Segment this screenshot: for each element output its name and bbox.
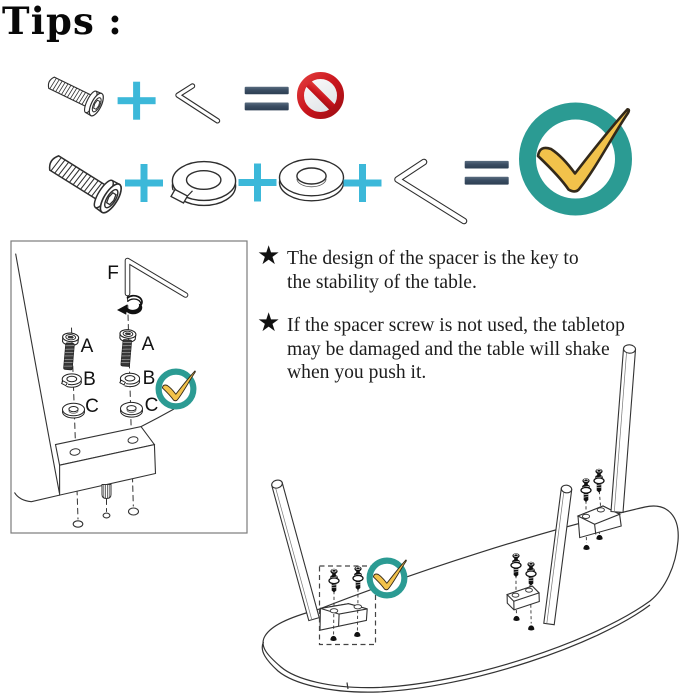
note-item: ★ The design of the spacer is the key to… bbox=[257, 241, 641, 294]
table-leg-middle bbox=[543, 484, 573, 626]
assembly-detail-box bbox=[10, 240, 248, 534]
screws-middle bbox=[510, 552, 537, 631]
highlight-dashed-box bbox=[318, 565, 377, 646]
note-text: The design of the spacer is the key to t… bbox=[287, 247, 641, 294]
note-line: The design of the spacer is the key to bbox=[287, 248, 579, 269]
flat-washer-c-right bbox=[120, 401, 143, 418]
bolt-icon bbox=[43, 69, 107, 119]
label-washer-c-right: C bbox=[144, 395, 159, 416]
prohibited-icon bbox=[297, 72, 344, 119]
label-washer-b-left: B bbox=[83, 369, 96, 390]
equation-correct bbox=[41, 109, 629, 225]
note-item: ★ If the spacer screw is not used, the t… bbox=[257, 308, 641, 385]
hanger-stud bbox=[101, 484, 112, 500]
detail-box-border bbox=[10, 240, 248, 534]
star-icon: ★ bbox=[257, 308, 281, 339]
check-circle-icon bbox=[159, 371, 196, 406]
flat-washer-icon bbox=[278, 158, 345, 202]
tabletop-corner bbox=[14, 253, 175, 503]
spring-washer-b-right bbox=[119, 372, 141, 388]
plus-icon bbox=[343, 164, 382, 202]
mount-block-middle bbox=[506, 585, 541, 611]
hex-key-f-icon bbox=[124, 257, 189, 298]
tabletop-oval bbox=[261, 505, 679, 693]
screws-right bbox=[580, 468, 605, 550]
note-line: If the spacer screw is not used, the tab… bbox=[287, 315, 625, 337]
check-circle-icon bbox=[370, 560, 407, 595]
plus-icon bbox=[238, 163, 277, 202]
table-leg-right bbox=[610, 344, 637, 513]
mount-block-left bbox=[319, 603, 368, 631]
spring-washer-icon bbox=[160, 160, 237, 207]
notes: ★ The design of the spacer is the key to… bbox=[257, 241, 641, 405]
spring-washer-b-left bbox=[61, 373, 82, 388]
star-icon: ★ bbox=[257, 241, 281, 271]
rotation-arrow-icon bbox=[117, 294, 143, 315]
hex-key-icon bbox=[175, 83, 221, 124]
note-text: If the spacer screw is not used, the tab… bbox=[287, 314, 641, 385]
title-word: Tips bbox=[2, 0, 96, 43]
page-title: Tips: bbox=[2, 3, 122, 40]
bolt-a-right bbox=[116, 328, 137, 368]
flat-washer-c-left bbox=[62, 402, 85, 419]
spacer-block bbox=[54, 425, 157, 496]
label-bolt-a-left: A bbox=[80, 336, 94, 357]
equation-wrong bbox=[43, 69, 344, 124]
table-overview bbox=[261, 344, 679, 693]
title-colon: : bbox=[108, 0, 122, 43]
note-line: may be damaged and the table will shake bbox=[287, 338, 610, 360]
bolt-a-left bbox=[59, 331, 80, 371]
equals-icon bbox=[244, 86, 289, 111]
label-washer-b-right: B bbox=[142, 368, 156, 389]
label-tool-f: F bbox=[107, 263, 119, 284]
hex-key-icon bbox=[394, 158, 468, 225]
note-line: when you push it. bbox=[287, 362, 427, 384]
bolt-icon bbox=[41, 146, 126, 217]
plus-icon bbox=[125, 164, 163, 202]
pilot-holes bbox=[72, 507, 140, 528]
screws-left bbox=[328, 565, 364, 641]
label-bolt-a-right: A bbox=[141, 334, 155, 355]
note-line: the stability of the table. bbox=[287, 271, 477, 293]
equals-icon bbox=[464, 160, 509, 185]
mount-block-right bbox=[576, 505, 622, 539]
check-circle-icon bbox=[528, 109, 629, 207]
table-leg-left bbox=[271, 479, 320, 622]
plus-icon bbox=[117, 81, 156, 120]
label-washer-c-left: C bbox=[85, 396, 99, 417]
